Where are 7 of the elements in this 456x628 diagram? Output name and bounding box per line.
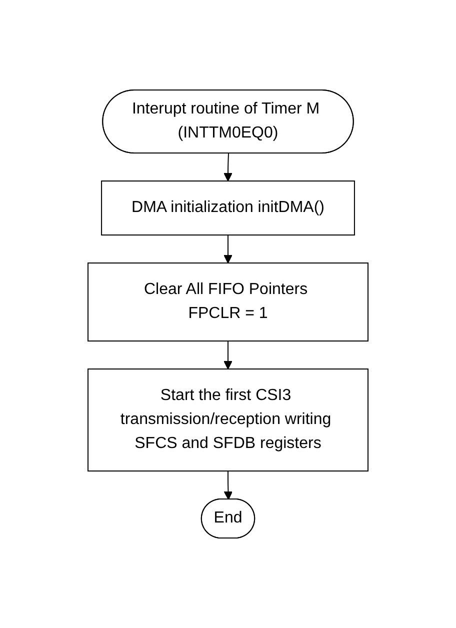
node-box: Start the first CSI3 transmission/reception writing SFCS and SFDB registers: [88, 368, 368, 472]
arrow: [224, 153, 232, 182]
node-box: DMA initialization initDMA(): [101, 180, 355, 236]
arrow: [224, 470, 233, 500]
arrow: [224, 234, 232, 264]
arrow: [224, 340, 232, 370]
node-box: Clear All FIFO Pointers FPCLR = 1: [88, 262, 368, 342]
